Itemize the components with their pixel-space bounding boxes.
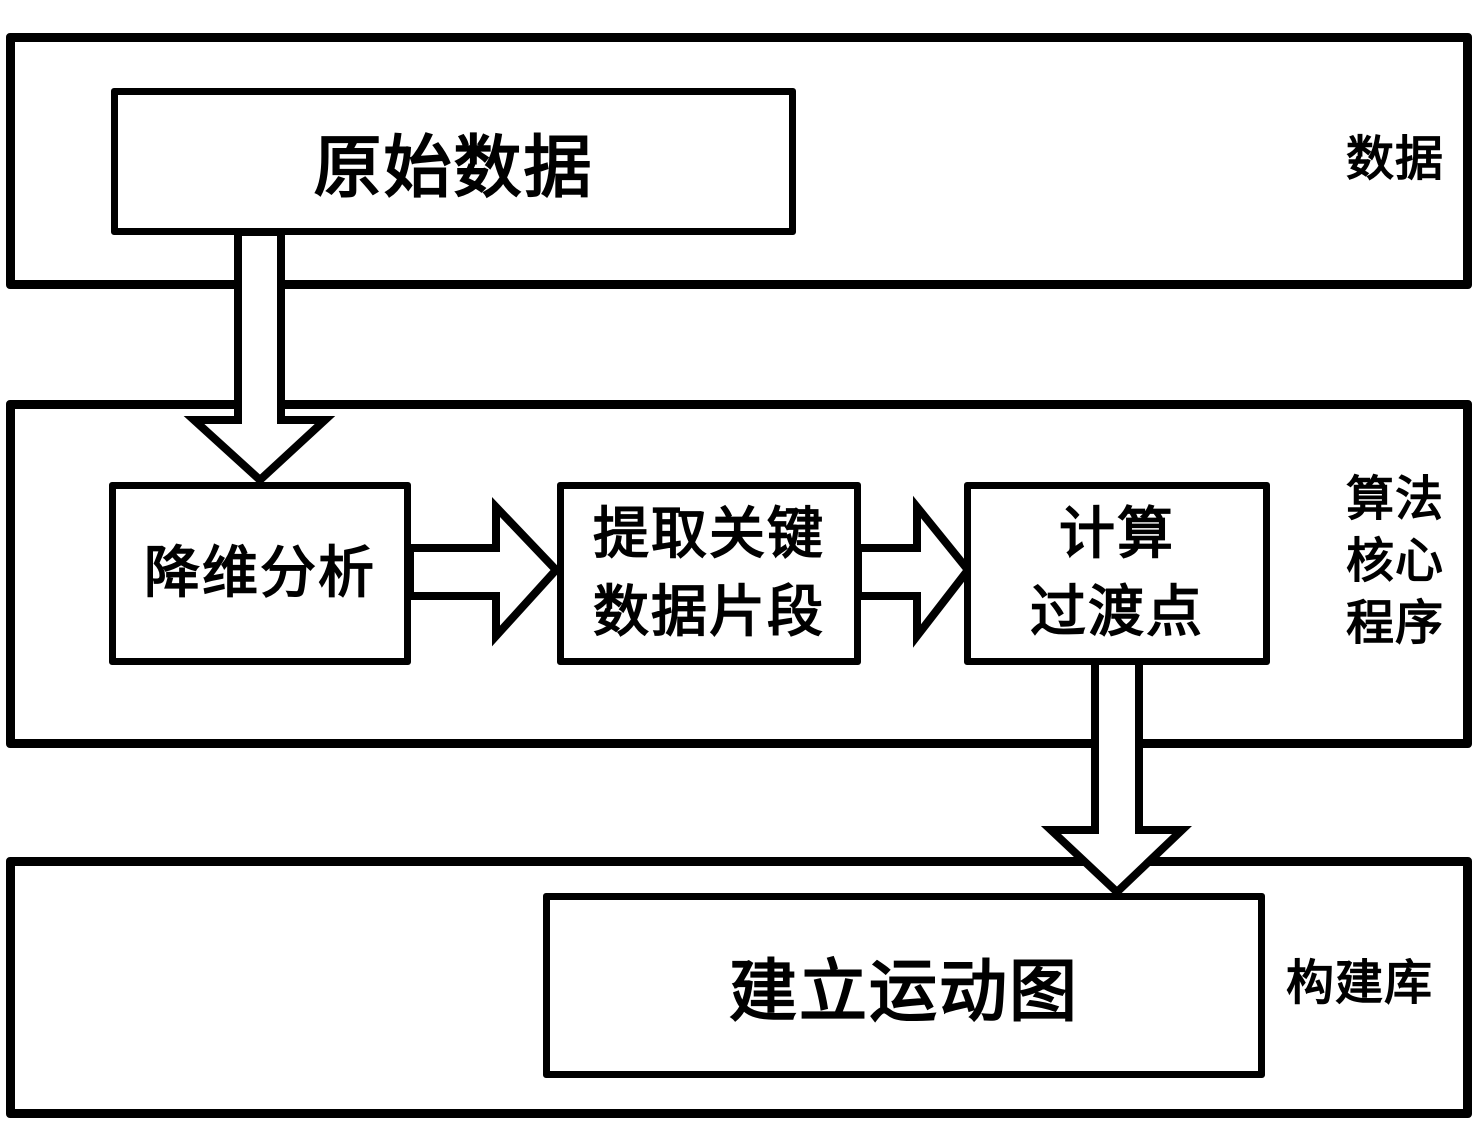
layer-library-label: 构建库 <box>1286 955 1434 1011</box>
node-dim-reduction: 降维分析 <box>109 482 411 665</box>
node-dim-reduction-label: 降维分析 <box>144 540 376 606</box>
node-transition-points: 计算 过渡点 <box>964 482 1270 665</box>
node-extract-line2: 数据片段 <box>593 579 825 645</box>
node-raw-data-label: 原始数据 <box>313 129 594 208</box>
arrow-transition-to-graph <box>1040 656 1192 898</box>
node-extract-line1: 提取关键 <box>593 501 825 567</box>
node-transition-line1: 计算 <box>1059 501 1175 567</box>
node-transition-line2: 过渡点 <box>1030 579 1204 645</box>
arrow-raw-to-reduction <box>183 228 336 486</box>
layer-data-label: 数据 <box>1346 131 1445 187</box>
node-extract-segments: 提取关键 数据片段 <box>557 482 861 665</box>
arrow-reduction-to-extract <box>406 497 562 647</box>
node-motion-graph-label: 建立运动图 <box>728 953 1079 1032</box>
node-motion-graph: 建立运动图 <box>543 893 1265 1078</box>
layer-algorithm-label: 算法 核心 程序 <box>1346 468 1444 654</box>
arrow-extract-to-transition <box>854 495 974 648</box>
layer-algorithm-label-line1: 算法 <box>1346 471 1445 527</box>
node-raw-data: 原始数据 <box>111 88 796 235</box>
layer-algorithm-label-line2: 核心 <box>1346 533 1445 589</box>
layer-algorithm-label-line3: 程序 <box>1346 595 1445 651</box>
